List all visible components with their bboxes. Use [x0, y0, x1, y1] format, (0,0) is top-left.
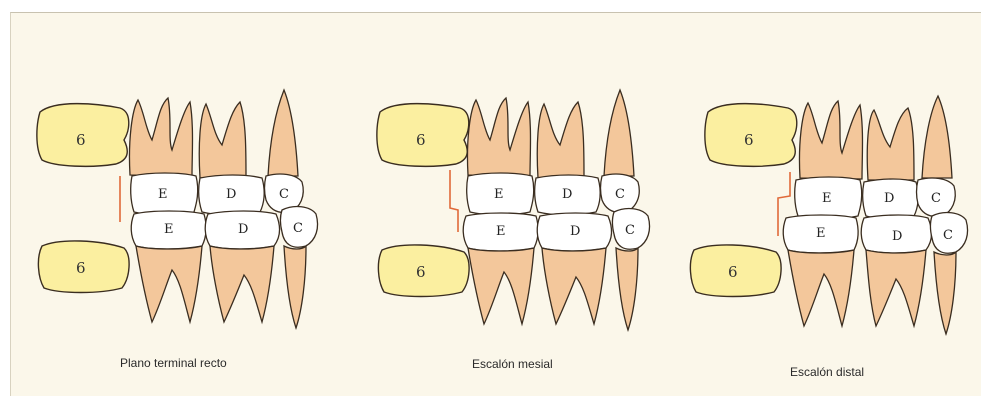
upper-tooth-c-label: C	[279, 187, 289, 202]
panel-flush-terminal-plane: 6 6 E D C E D C	[37, 90, 318, 328]
lower-root-e	[788, 250, 854, 326]
lower-root-d	[210, 246, 274, 322]
lower-tooth-d-label: D	[892, 229, 902, 244]
upper-root-d	[199, 102, 246, 178]
lower-tooth-e-label: E	[816, 226, 826, 241]
upper-tooth-c-label: C	[615, 187, 625, 202]
terminal-plane-line	[450, 170, 458, 232]
panel-distal-step: 6 6 E D C E D C	[690, 96, 967, 334]
upper-root-d	[867, 108, 914, 180]
upper-tooth-c-label: C	[931, 191, 941, 206]
upper-tooth-e-label: E	[822, 191, 832, 206]
lower-root-c	[616, 248, 638, 330]
panel-mesial-step: 6 6 E D C E D C	[377, 90, 650, 330]
lower-root-c	[934, 252, 956, 334]
upper-tooth-e-label: E	[158, 187, 168, 202]
upper-tooth-e-label: E	[494, 187, 504, 202]
caption-flush-terminal-plane: Plano terminal recto	[120, 356, 227, 370]
upper-root-e	[129, 98, 192, 176]
lower-root-c	[284, 246, 306, 328]
lower-tooth-d-label: D	[570, 224, 580, 239]
lower-tooth-c-label: C	[293, 221, 303, 236]
lower-tooth-c-label: C	[625, 223, 635, 238]
lower-molar-label: 6	[728, 263, 738, 281]
lower-root-d	[542, 248, 606, 324]
upper-root-e	[799, 101, 862, 179]
upper-root-e	[467, 98, 530, 176]
caption-mesial-step: Escalón mesial	[472, 357, 553, 371]
lower-tooth-d-label: D	[238, 222, 248, 237]
upper-root-d	[537, 102, 584, 178]
lower-molar-label: 6	[416, 263, 426, 281]
upper-molar-label: 6	[76, 131, 86, 149]
upper-root-c	[604, 90, 634, 176]
caption-distal-step: Escalón distal	[790, 365, 864, 379]
lower-tooth-e-label: E	[496, 224, 506, 239]
upper-tooth-d-label: D	[884, 191, 894, 206]
upper-tooth-d-label: D	[562, 187, 572, 202]
lower-root-e	[136, 246, 202, 322]
upper-molar-label: 6	[416, 131, 426, 149]
lower-root-e	[468, 248, 534, 324]
upper-root-c	[268, 90, 298, 176]
lower-molar-label: 6	[76, 259, 86, 277]
upper-root-c	[922, 96, 952, 178]
upper-molar-label: 6	[744, 131, 754, 149]
lower-tooth-c-label: C	[943, 228, 953, 243]
lower-root-d	[866, 250, 926, 326]
lower-tooth-e-label: E	[164, 222, 174, 237]
upper-tooth-d-label: D	[226, 187, 236, 202]
